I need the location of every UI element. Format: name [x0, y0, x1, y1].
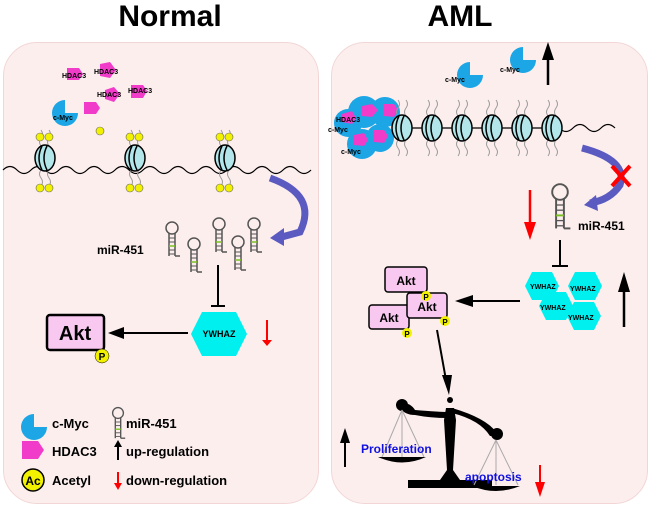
transcription-arrow [268, 174, 309, 242]
apoptosis-label: apoptosis [465, 470, 522, 484]
cmyc-label: c-Myc [53, 115, 73, 122]
transcription-arrow [581, 144, 625, 207]
legend-label: miR-451 [126, 416, 177, 431]
arrowhead [270, 228, 284, 246]
legend-label: down-regulation [126, 473, 227, 488]
nucleosome [124, 129, 146, 193]
phospho-badge [94, 348, 110, 364]
hdac3-shape [84, 102, 100, 114]
mirna-icon [187, 237, 203, 273]
phospho-label: P [404, 330, 410, 339]
nucleosome [214, 129, 236, 193]
normal-title: Normal [118, 0, 222, 33]
akt-protein [45, 313, 106, 352]
legend-label: c-Myc [52, 416, 89, 431]
cmyc-protein: c-Myc [52, 100, 78, 126]
acetyl-badge: Ac [25, 474, 41, 488]
hdac3-cluster: HDAC3 HDAC3 HDAC3 HDAC3 [62, 62, 152, 114]
ywhaz-label: YWHAZ [568, 315, 594, 322]
mirna-icon [212, 217, 228, 253]
outcome-arrow [436, 329, 447, 381]
acetyl-free [95, 126, 105, 136]
hdac3-label: HDAC3 [336, 117, 360, 124]
balance-scale-icon [378, 397, 520, 491]
cmyc-label: c-Myc [445, 77, 465, 84]
mirna-icon [247, 217, 263, 253]
hdac3-icon [22, 441, 44, 459]
cmyc-protein: c-Myc [445, 62, 483, 88]
blocked-x-icon [610, 164, 632, 188]
ywhaz-label: YWHAZ [203, 329, 236, 339]
hdac3-shape [131, 85, 147, 98]
aml-title: AML [427, 0, 493, 33]
cmyc-hdac3-complex: HDAC3 c-Myc c-Myc [328, 96, 400, 159]
nucleosome [34, 129, 56, 193]
mirna-icon [231, 235, 247, 271]
cmyc-label: c-Myc [341, 149, 361, 156]
akt-label: Akt [59, 323, 92, 345]
mirna-icon [111, 406, 126, 439]
hdac3-label: HDAC3 [62, 73, 86, 80]
dna-strand [2, 165, 312, 175]
ywhaz-cluster: YWHAZ YWHAZ YWHAZ YWHAZ [525, 272, 602, 330]
legend-label: Acetyl [52, 473, 91, 488]
akt-label: Akt [396, 274, 415, 288]
hdac3-shape [67, 68, 83, 80]
ywhaz-label: YWHAZ [540, 305, 566, 312]
phospho-label: P [442, 318, 448, 327]
phospho-label: P [423, 293, 429, 302]
mirna-label: miR-451 [97, 243, 144, 257]
proliferation-label: Proliferation [361, 442, 432, 456]
hdac3-shape [100, 62, 116, 78]
legend-label: up-regulation [126, 444, 209, 459]
akt-label: Akt [417, 300, 436, 314]
hdac3-shape [105, 87, 120, 102]
phospho-label: P [99, 352, 106, 363]
ywhaz-label: YWHAZ [570, 286, 596, 293]
hdac3-label: HDAC3 [97, 92, 121, 99]
hdac3-label: HDAC3 [94, 69, 118, 76]
cmyc-icon [21, 414, 47, 440]
mirna-icon [165, 221, 181, 257]
cmyc-protein: c-Myc [500, 47, 536, 74]
mirna-icon [551, 183, 572, 230]
cmyc-label: c-Myc [500, 67, 520, 74]
cmyc-label: c-Myc [328, 127, 348, 134]
akt-cluster: Akt Akt Akt P P P [368, 266, 450, 339]
ywhaz-protein [191, 312, 247, 356]
acetyl-icon [21, 468, 45, 492]
akt-label: Akt [379, 311, 398, 325]
mirna-label: miR-451 [578, 219, 625, 233]
hdac3-label: HDAC3 [128, 88, 152, 95]
legend: c-Myc miR-451 HDAC3 up-regulation Ac Ace… [21, 406, 227, 492]
ywhaz-label: YWHAZ [530, 284, 556, 291]
legend-label: HDAC3 [52, 444, 97, 459]
